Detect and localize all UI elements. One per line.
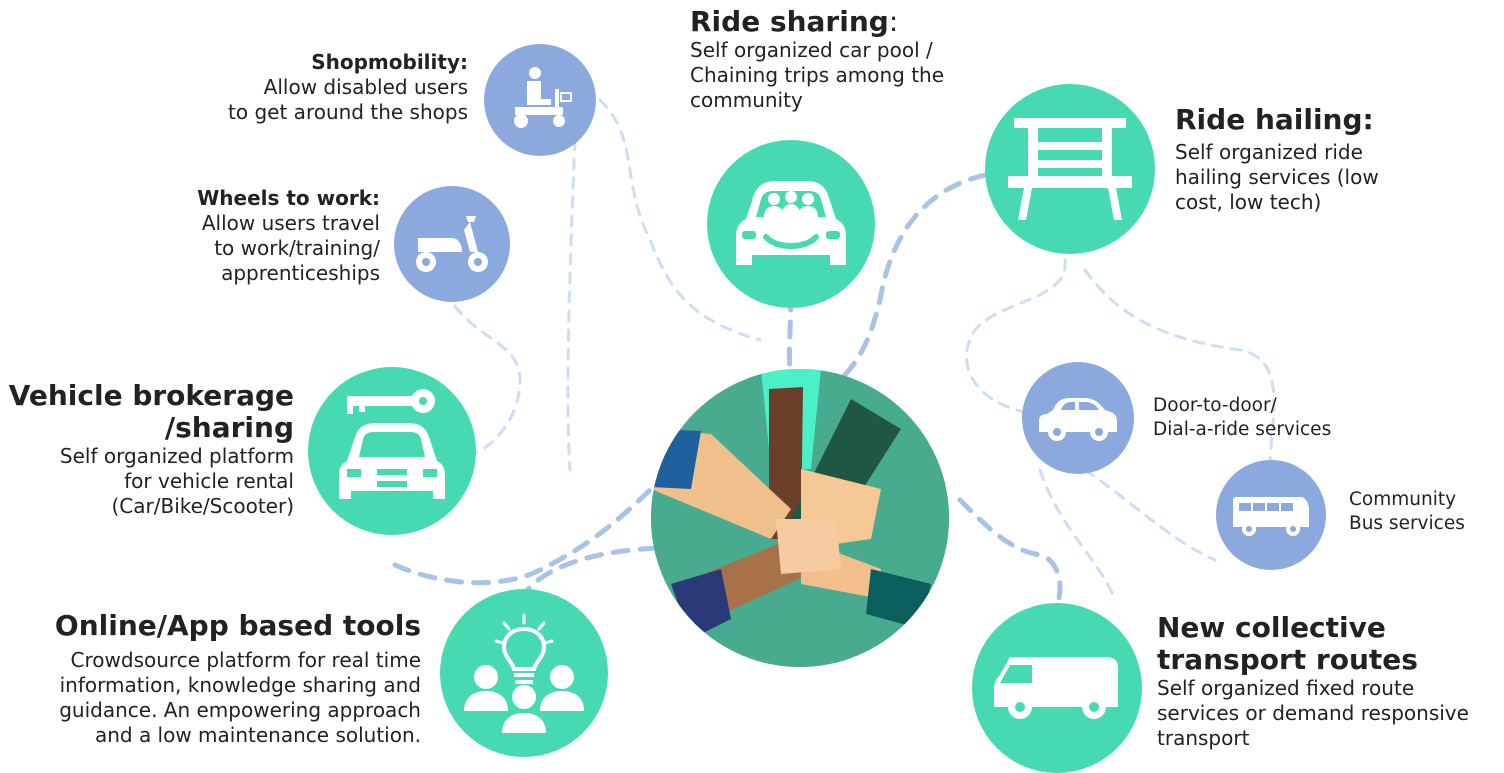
brokerage-title-1: Vehicle brokerage bbox=[8, 379, 294, 412]
brokerage-line3: (Car/Bike/Scooter) bbox=[111, 494, 294, 518]
routes-title-1: New collective bbox=[1157, 611, 1386, 644]
car-icon bbox=[1039, 398, 1117, 441]
wheels-line3: apprenticeships bbox=[221, 261, 380, 285]
ridesharing-title: Ride sharing bbox=[690, 5, 889, 38]
shopmobility-line2: to get around the shops bbox=[228, 100, 468, 124]
link-wheels bbox=[443, 288, 522, 457]
ridehailing-title: Ride hailing: bbox=[1175, 103, 1374, 136]
ridehailing-label: Ride hailing: Self organized ride hailin… bbox=[1175, 104, 1475, 215]
wheels-circle bbox=[394, 186, 510, 302]
brokerage-label: Vehicle brokerage /sharing Self organize… bbox=[0, 380, 294, 519]
link-online-center bbox=[517, 545, 663, 603]
brokerage-line2: for vehicle rental bbox=[124, 469, 294, 493]
link-center-routes bbox=[957, 497, 1063, 613]
link-hailing-bus bbox=[1083, 268, 1276, 472]
link-hailing-door bbox=[965, 258, 1067, 414]
online-title: Online/App based tools bbox=[54, 609, 421, 642]
bus-icon bbox=[1233, 497, 1309, 536]
bench-icon bbox=[1008, 118, 1132, 220]
routes-line2: services or demand responsive bbox=[1157, 701, 1469, 725]
ridehailing-circle bbox=[985, 84, 1155, 254]
bus-line1: Community bbox=[1349, 489, 1457, 510]
ridehailing-line1: Self organized ride bbox=[1175, 140, 1363, 164]
brokerage-circle bbox=[308, 367, 476, 535]
doortodoor-circle bbox=[1022, 362, 1134, 474]
bus-circle bbox=[1216, 460, 1326, 570]
bus-label: Community Bus services bbox=[1349, 488, 1499, 535]
ridesharing-line2: Chaining trips among the bbox=[690, 63, 945, 87]
ridesharing-colon: : bbox=[888, 5, 899, 38]
link-door-routes bbox=[1038, 468, 1117, 602]
center-hands-circle bbox=[651, 369, 949, 667]
doortodoor-line2: Dial-a-ride services bbox=[1153, 418, 1332, 440]
mobility-scooter-icon bbox=[514, 67, 572, 128]
car-key-icon bbox=[339, 389, 445, 499]
wheels-line2: to work/training/ bbox=[214, 236, 380, 260]
brokerage-title-2: /sharing bbox=[164, 411, 294, 444]
moped-icon bbox=[416, 216, 488, 272]
bus-line2: Bus services bbox=[1349, 512, 1465, 534]
carpool-icon bbox=[736, 181, 846, 265]
online-label: Online/App based tools Crowdsource platf… bbox=[0, 610, 421, 748]
ridehailing-line3: cost, low tech) bbox=[1175, 190, 1322, 214]
ridehailing-line2: hailing services (low bbox=[1175, 165, 1379, 189]
wheels-line1: Allow users travel bbox=[201, 211, 380, 235]
online-line3: guidance. An empowering approach bbox=[59, 698, 421, 722]
ridesharing-line1: Self organized car pool / bbox=[690, 38, 933, 62]
brokerage-line1: Self organized platform bbox=[59, 444, 294, 468]
routes-line3: transport bbox=[1157, 726, 1250, 750]
shopmobility-circle bbox=[484, 44, 596, 156]
online-line1: Crowdsource platform for real time bbox=[70, 648, 421, 672]
doortodoor-line1: Door-to-door/ bbox=[1153, 395, 1277, 416]
ridesharing-line3: community bbox=[690, 88, 803, 112]
routes-circle bbox=[972, 603, 1142, 773]
stacked-hands-icon bbox=[651, 369, 949, 667]
shopmobility-label: Shopmobility: Allow disabled users to ge… bbox=[168, 50, 468, 125]
online-circle bbox=[440, 589, 608, 757]
link-brokerage-center bbox=[392, 477, 663, 586]
online-line2: information, knowledge sharing and bbox=[59, 673, 421, 697]
ridesharing-circle bbox=[707, 140, 875, 308]
van-icon bbox=[994, 657, 1118, 719]
shopmobility-title: Shopmobility: bbox=[311, 50, 468, 74]
link-hailing-center bbox=[837, 172, 988, 383]
online-line4: and a low maintenance solution. bbox=[94, 723, 421, 747]
link-shopmobility bbox=[598, 98, 762, 342]
wheels-title: Wheels to work: bbox=[197, 186, 380, 210]
wheels-label: Wheels to work: Allow users travel to wo… bbox=[80, 186, 380, 286]
ridesharing-label: Ride sharing: Self organized car pool / … bbox=[690, 6, 1000, 113]
routes-title-2: transport routes bbox=[1157, 643, 1418, 676]
link-door-bus bbox=[1083, 468, 1217, 562]
link-center-left bbox=[566, 138, 577, 472]
doortodoor-label: Door-to-door/ Dial-a-ride services bbox=[1153, 394, 1413, 441]
routes-line1: Self organized fixed route bbox=[1157, 676, 1415, 700]
shopmobility-line1: Allow disabled users bbox=[263, 75, 468, 99]
lightbulb-people-icon bbox=[464, 613, 584, 733]
routes-label: New collective transport routes Self org… bbox=[1157, 612, 1503, 751]
